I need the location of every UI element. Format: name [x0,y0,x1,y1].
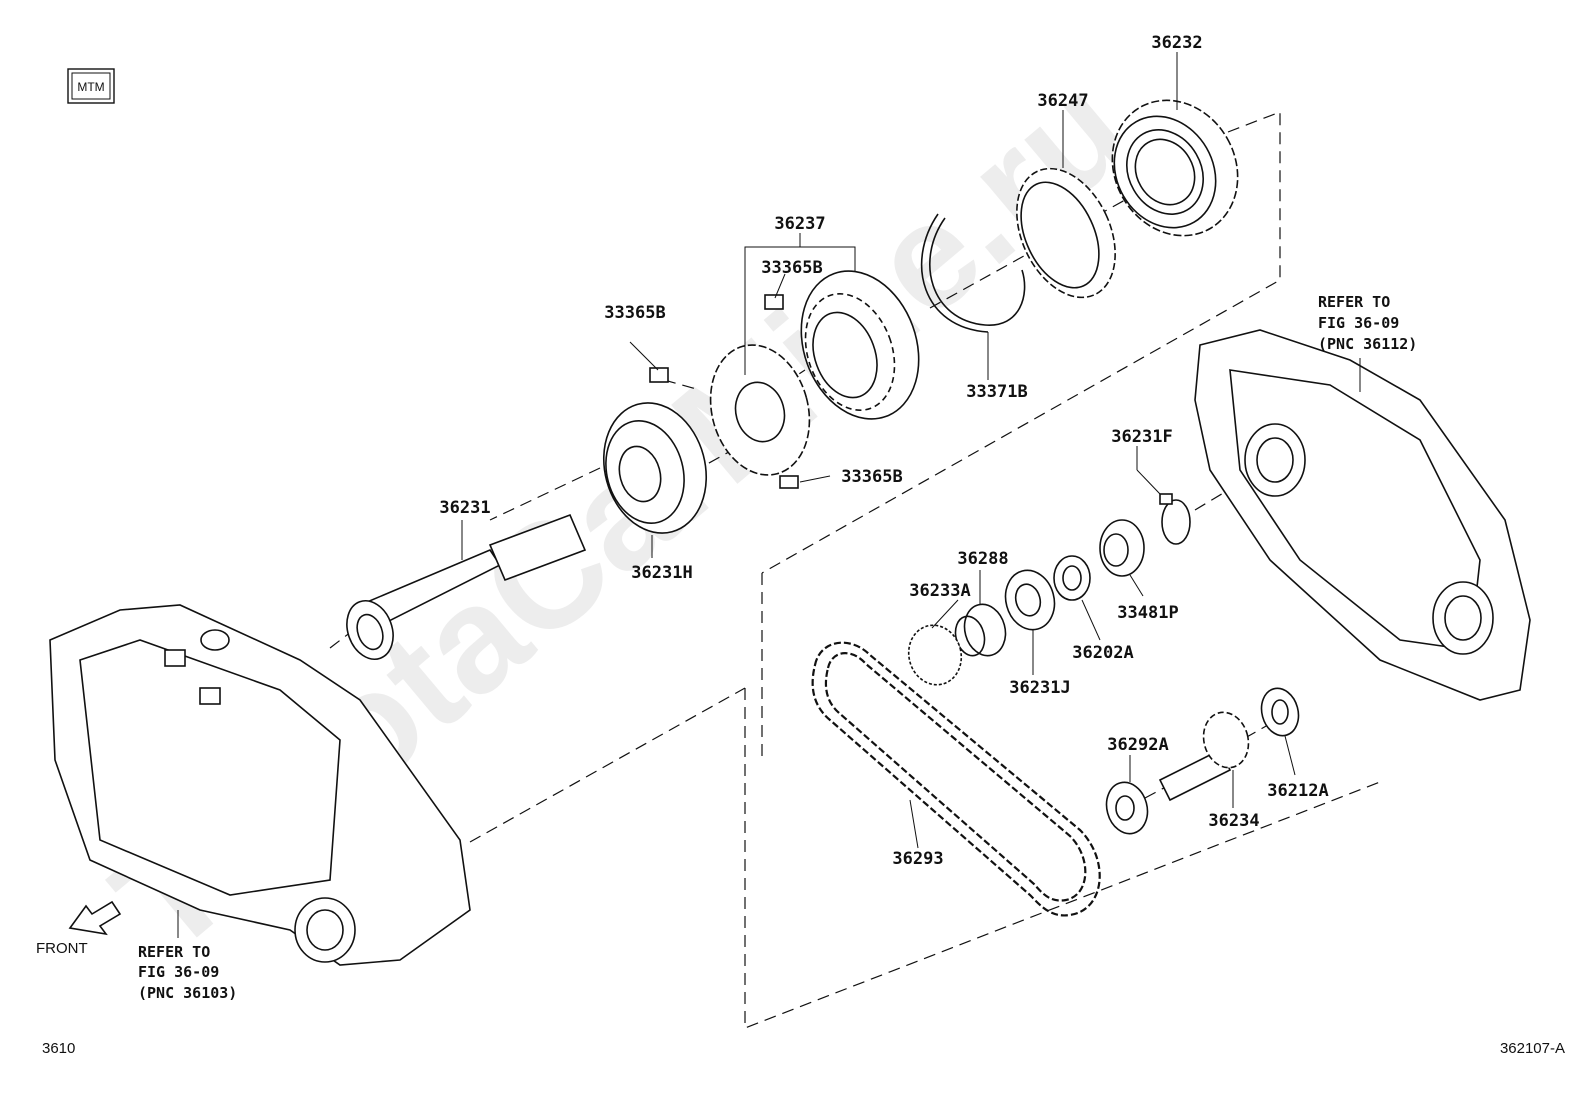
label-36231f: 36231F [1111,427,1172,447]
key-33365b-top [764,294,784,310]
gear-36232 [1111,99,1239,237]
label-36233a: 36233A [909,581,970,601]
label-36232: 36232 [1151,33,1202,53]
svg-text:(PNC 36112): (PNC 36112) [1318,335,1417,353]
key-33365b-left [649,367,669,383]
bearing-36212a [1260,687,1300,737]
front-arrow-icon [68,900,122,936]
label-36247: 36247 [1037,91,1088,111]
bearing-36292a [1105,781,1149,835]
page-code-left: 3610 [42,1040,75,1057]
ref-note-left: REFER TO FIG 36-09 (PNC 36103) [138,943,237,1002]
svg-text:MTM: MTM [77,80,104,94]
label-36212a: 36212A [1267,781,1328,801]
label-33365b-left: 33365B [604,303,665,323]
page-code-right: 362107-A [1500,1040,1565,1057]
label-36237: 36237 [774,214,825,234]
svg-text:REFER TO: REFER TO [1318,293,1390,311]
needle-bearing-36233a [907,624,963,686]
transfer-case-left [49,604,471,966]
label-36231j: 36231J [1009,678,1070,698]
label-36293: 36293 [892,849,943,869]
label-36288: 36288 [957,549,1008,569]
svg-text:FIG 36-09: FIG 36-09 [1318,314,1399,332]
bearing-36231h [602,402,708,534]
shaft-36231 [346,513,587,660]
front-label: FRONT [36,940,88,957]
label-33365b-top: 33365B [761,258,822,278]
shaft-36234 [1158,711,1250,802]
label-36202a: 36202A [1072,643,1133,663]
hub-sleeve-36237 [800,270,920,420]
key-33365b-bottom [779,475,799,489]
transfer-case-right [1194,329,1531,701]
label-36292a: 36292A [1107,735,1168,755]
snap-ring-33371b [920,213,1026,333]
svg-text:REFER TO: REFER TO [138,943,210,961]
label-33481p: 33481P [1117,603,1178,623]
svg-text:(PNC 36103): (PNC 36103) [138,984,237,1002]
leader-lines [177,52,1361,938]
label-36231h: 36231H [631,563,692,583]
ring-36247 [1016,167,1116,299]
label-33365b-bottom: 33365B [841,467,902,487]
sleeve-33481p [1099,519,1145,577]
svg-text:FIG 36-09: FIG 36-09 [138,963,219,981]
chain-36293 [811,641,1101,917]
label-36231: 36231 [439,498,490,518]
clip-36231f [1159,493,1191,545]
hub-gear [709,344,811,476]
label-36234: 36234 [1208,811,1259,831]
mtm-badge: MTM [67,68,115,104]
label-33371b: 33371B [966,382,1027,402]
ref-note-right: REFER TO FIG 36-09 (PNC 36112) [1318,293,1417,353]
nut-36202a [1053,555,1091,601]
bearing-36231j [1004,569,1056,631]
